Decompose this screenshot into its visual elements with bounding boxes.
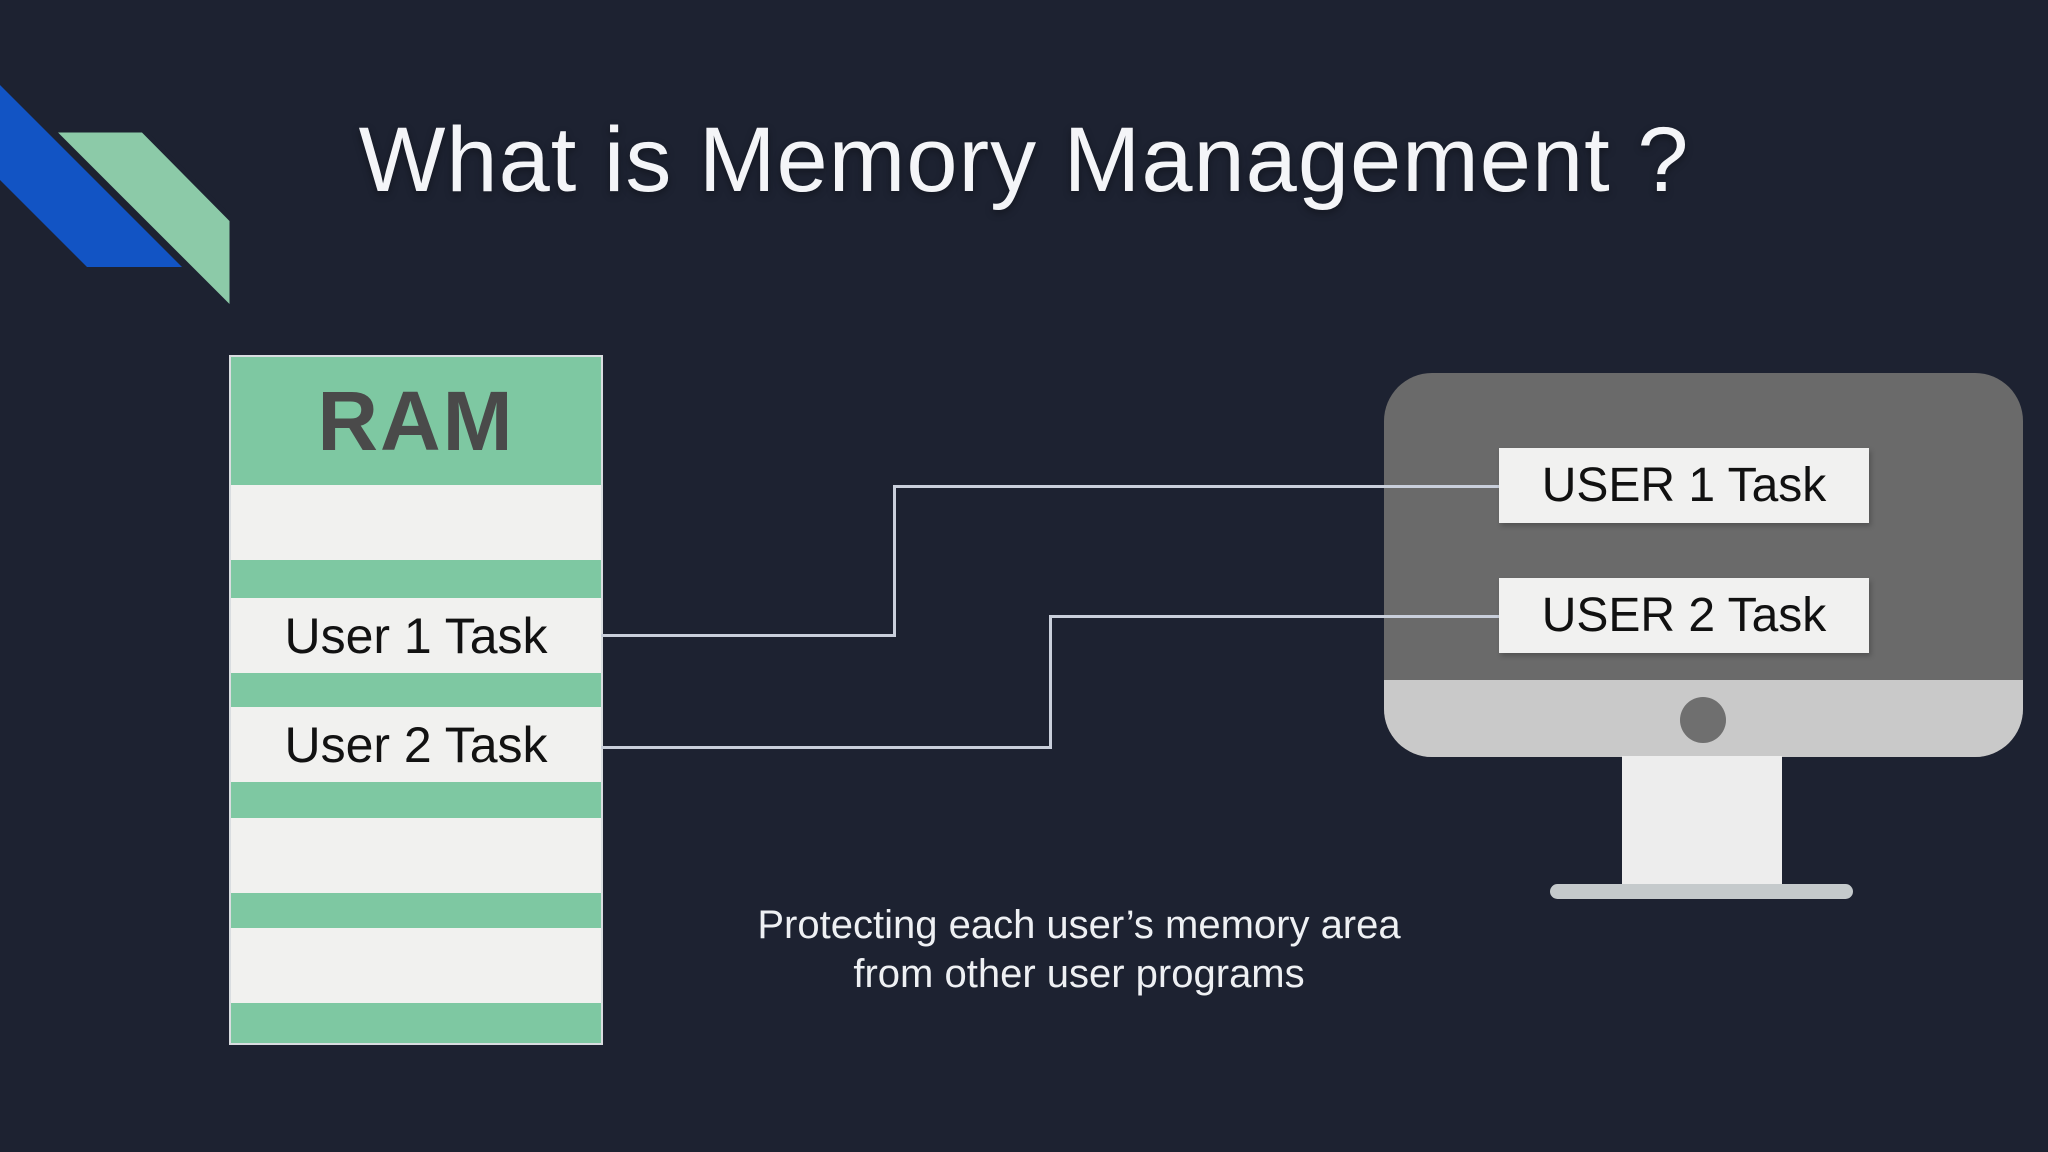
connector-user1-segment-b bbox=[893, 485, 896, 637]
caption-line-1: Protecting each user’s memory area bbox=[757, 903, 1401, 947]
ram-free-block bbox=[231, 818, 601, 893]
monitor-stand-neck bbox=[1622, 756, 1782, 888]
connector-user1-segment-a bbox=[601, 634, 895, 637]
blue-ribbon-shape bbox=[0, 85, 182, 267]
page-title: What is Memory Management ? bbox=[358, 109, 1690, 211]
ram-divider-stripe bbox=[231, 1003, 601, 1043]
monitor-user1-task-label: USER 1 Task bbox=[1499, 448, 1869, 523]
monitor-user2-task-label: USER 2 Task bbox=[1499, 578, 1869, 653]
ram-divider-stripe bbox=[231, 673, 601, 707]
ram-header: RAM bbox=[231, 357, 601, 485]
ram-divider-stripe bbox=[231, 560, 601, 598]
connector-user2-segment-c bbox=[1049, 615, 1499, 618]
monitor-stand-base bbox=[1550, 884, 1853, 899]
ram-memory-map: RAM User 1 Task User 2 Task bbox=[229, 355, 603, 1045]
ram-free-block bbox=[231, 928, 601, 1003]
ram-user1-task-block: User 1 Task bbox=[231, 598, 601, 673]
connector-user2-segment-b bbox=[1049, 615, 1052, 749]
green-ribbon-shape bbox=[45, 127, 235, 317]
ram-free-block bbox=[231, 485, 601, 560]
connector-user2-segment-a bbox=[601, 746, 1051, 749]
monitor-illustration bbox=[1384, 373, 2023, 757]
monitor-camera-dot bbox=[1680, 697, 1726, 743]
ram-divider-stripe bbox=[231, 893, 601, 928]
ram-divider-stripe bbox=[231, 782, 601, 818]
connector-user1-segment-c bbox=[893, 485, 1499, 488]
caption-line-2: from other user programs bbox=[853, 952, 1305, 996]
caption-text: Protecting each user’s memory area from … bbox=[624, 901, 1534, 999]
ram-user2-task-block: User 2 Task bbox=[231, 707, 601, 782]
corner-ribbon-decoration bbox=[0, 85, 235, 317]
